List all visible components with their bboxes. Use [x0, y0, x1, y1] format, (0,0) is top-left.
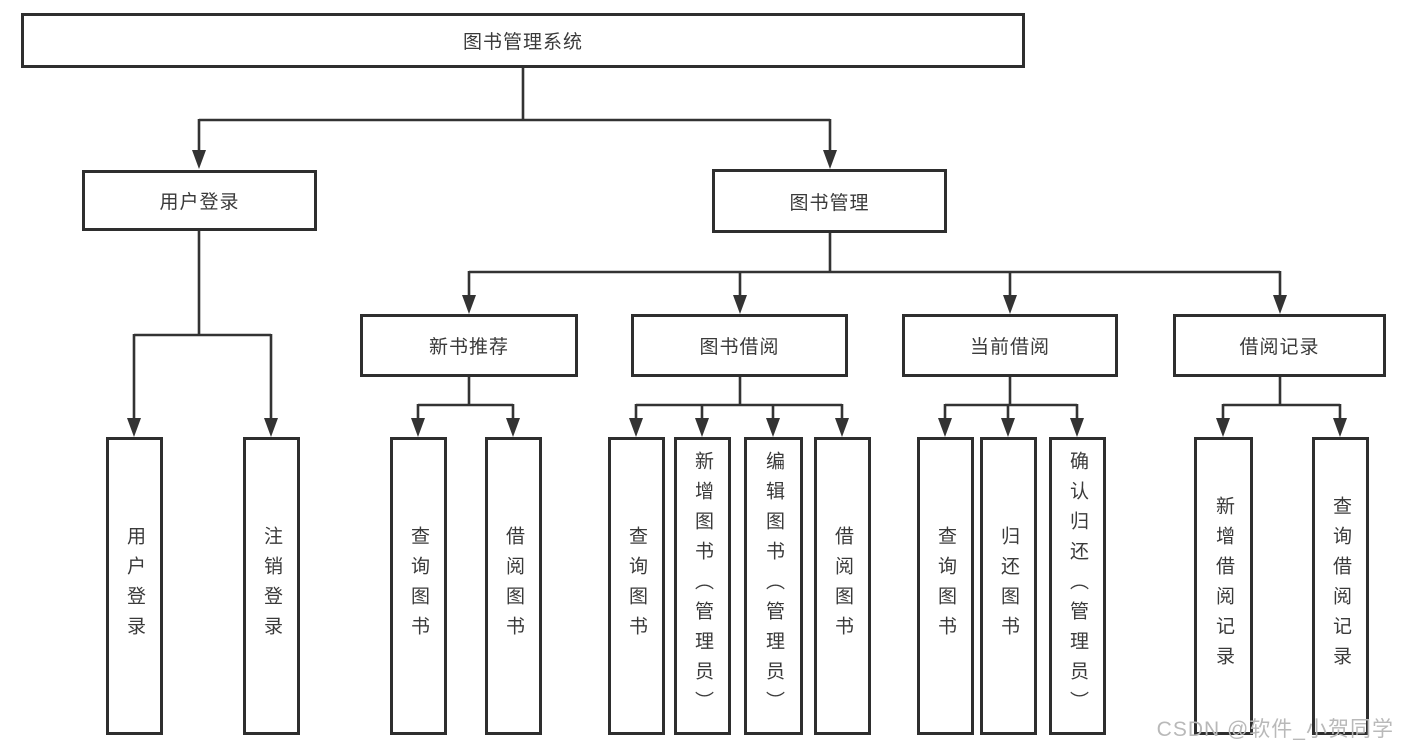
- node-root-system: 图书管理系统: [21, 13, 1025, 68]
- leaf-borrow-query-books: 查询图书: [608, 437, 665, 735]
- node-user-login: 用户登录: [82, 170, 317, 231]
- leaf-current-query-books: 查询图书: [917, 437, 974, 735]
- connector-book-management-children: [467, 232, 1282, 297]
- leaf-current-confirm-return-admin: 确认归还（管理员）: [1049, 437, 1106, 735]
- node-book-borrow: 图书借阅: [631, 314, 848, 377]
- leaf-user-login: 用户登录: [106, 437, 163, 735]
- leaf-borrow-add-books-admin: 新增图书（管理员）: [674, 437, 731, 735]
- connector-borrow-records-children: [1221, 376, 1342, 420]
- leaf-logout: 注销登录: [243, 437, 300, 735]
- leaf-borrow-edit-books-admin: 编辑图书（管理员）: [744, 437, 803, 735]
- connector-user-login-children: [132, 229, 273, 420]
- node-borrow-records: 借阅记录: [1173, 314, 1386, 377]
- node-new-book-recommend: 新书推荐: [360, 314, 578, 377]
- connector-root-to-level2: [197, 66, 832, 152]
- node-current-borrow: 当前借阅: [902, 314, 1118, 377]
- leaf-borrow-borrow-books: 借阅图书: [814, 437, 871, 735]
- connector-book-borrow-children: [634, 376, 844, 420]
- leaf-recommend-borrow-books: 借阅图书: [485, 437, 542, 735]
- csdn-watermark: CSDN @软件_小贺同学: [1156, 718, 1394, 741]
- leaf-current-return-books: 归还图书: [980, 437, 1037, 735]
- leaf-records-query-record: 查询借阅记录: [1312, 437, 1369, 735]
- connector-new-book-recommend-children: [416, 376, 515, 420]
- connector-current-borrow-children: [943, 376, 1079, 420]
- leaf-recommend-query-books: 查询图书: [390, 437, 447, 735]
- node-book-management: 图书管理: [712, 169, 947, 233]
- leaf-records-add-record: 新增借阅记录: [1194, 437, 1253, 735]
